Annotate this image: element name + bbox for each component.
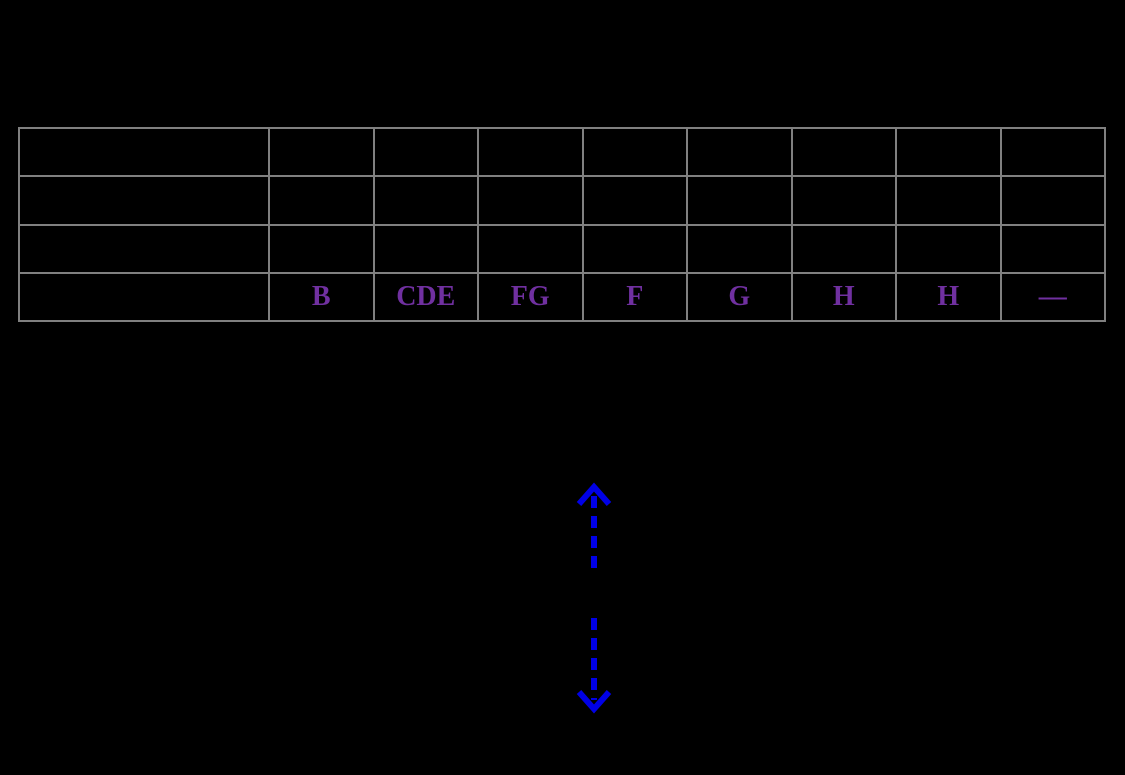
table-cell	[18, 175, 270, 226]
table-cell: CDE	[372, 271, 479, 323]
table-cell	[372, 223, 479, 274]
table-cell	[686, 175, 793, 226]
table-body: B CDE FG F G H H —	[18, 126, 1106, 323]
table-cell	[268, 126, 375, 178]
table-cell	[999, 126, 1106, 178]
table-cell	[372, 175, 479, 226]
table-row	[18, 223, 1106, 274]
table-cell	[268, 175, 375, 226]
arrowhead-up-icon	[576, 482, 612, 506]
table-cell	[372, 126, 479, 178]
table-cell	[581, 175, 688, 226]
table-cell	[581, 126, 688, 178]
table-cell	[268, 223, 375, 274]
table-row	[18, 126, 1106, 178]
table-cell	[790, 223, 897, 274]
table-cell: FG	[477, 271, 584, 323]
table-cell	[18, 223, 270, 274]
table-cell	[790, 126, 897, 178]
table-cell	[477, 126, 584, 178]
table-cell: F	[581, 271, 688, 323]
table-cell	[895, 126, 1002, 178]
table-cell	[18, 126, 270, 178]
table-row-answers: B CDE FG F G H H —	[18, 271, 1106, 323]
table-cell	[686, 126, 793, 178]
table-cell	[18, 271, 270, 323]
table-row	[18, 175, 1106, 226]
table-cell	[477, 175, 584, 226]
data-table: B CDE FG F G H H —	[18, 126, 1106, 323]
table-cell	[895, 175, 1002, 226]
table-cell: —	[999, 271, 1106, 323]
table-cell	[790, 175, 897, 226]
table-cell	[686, 223, 793, 274]
table-cell: G	[686, 271, 793, 323]
arrowhead-down-icon	[576, 690, 612, 714]
table-cell	[477, 223, 584, 274]
table-cell	[895, 223, 1002, 274]
table-cell: H	[790, 271, 897, 323]
double-arrow-vertical-dashed-icon	[563, 478, 625, 718]
table-cell: H	[895, 271, 1002, 323]
table-cell	[999, 175, 1106, 226]
table-cell: B	[268, 271, 375, 323]
table-cell	[581, 223, 688, 274]
table-cell	[999, 223, 1106, 274]
